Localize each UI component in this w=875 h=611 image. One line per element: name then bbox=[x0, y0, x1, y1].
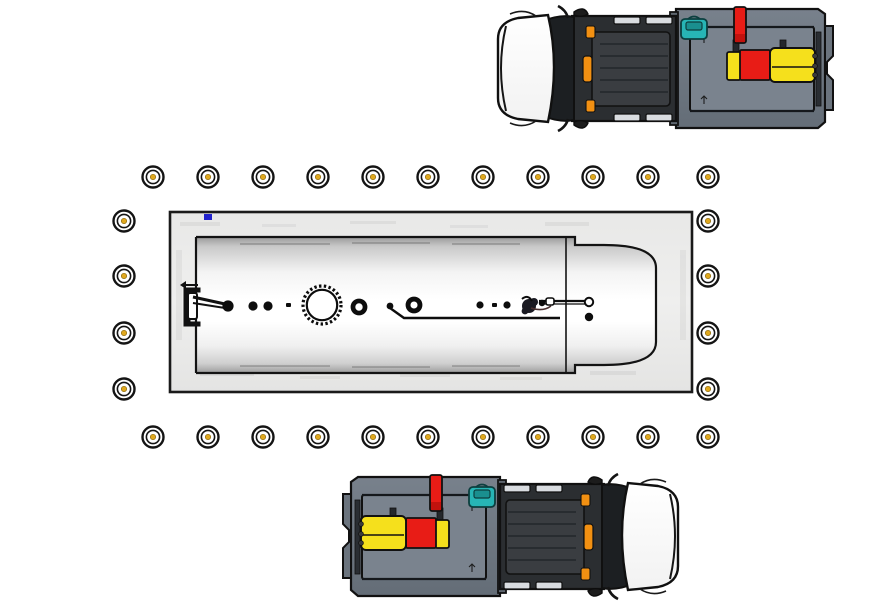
blue-reference-tag bbox=[204, 214, 212, 220]
bolt-marker[interactable] bbox=[251, 425, 275, 449]
utility-truck-bottom[interactable] bbox=[341, 472, 680, 601]
pipe-flange bbox=[405, 296, 423, 314]
discharge-pipe bbox=[389, 307, 560, 320]
nozzle-dot-7 bbox=[492, 303, 497, 307]
utility-truck-top[interactable] bbox=[496, 4, 835, 133]
bolt-marker[interactable] bbox=[196, 165, 220, 189]
bolt-marker[interactable] bbox=[361, 165, 385, 189]
nozzle-dot-8 bbox=[503, 301, 511, 309]
bolt-marker[interactable] bbox=[581, 425, 605, 449]
tank-weld-seams bbox=[240, 242, 520, 368]
bolt-marker[interactable] bbox=[306, 425, 330, 449]
bolt-marker[interactable] bbox=[416, 425, 440, 449]
nozzle-small-2 bbox=[248, 301, 258, 311]
bolt-marker[interactable] bbox=[471, 165, 495, 189]
bolt-marker[interactable] bbox=[251, 165, 275, 189]
bolt-marker[interactable] bbox=[696, 264, 720, 288]
bolt-marker[interactable] bbox=[696, 425, 720, 449]
nozzle-dot-4 bbox=[286, 303, 291, 307]
tank-assembly bbox=[168, 210, 694, 394]
tank-end-cap bbox=[566, 237, 656, 373]
bolt-marker[interactable] bbox=[696, 377, 720, 401]
bolt-marker[interactable] bbox=[196, 425, 220, 449]
bolt-marker[interactable] bbox=[696, 321, 720, 345]
bolt-marker[interactable] bbox=[112, 264, 136, 288]
bolt-marker[interactable] bbox=[636, 425, 660, 449]
tank-shell-body bbox=[196, 237, 566, 373]
tank-nozzle-group bbox=[180, 281, 595, 327]
bolt-marker[interactable] bbox=[416, 165, 440, 189]
nozzle-small-3 bbox=[263, 301, 273, 311]
nozzle-dot-6 bbox=[476, 301, 484, 309]
truck-geometry bbox=[341, 472, 680, 601]
bolt-marker[interactable] bbox=[112, 377, 136, 401]
truck-geometry bbox=[496, 4, 835, 133]
bolt-marker[interactable] bbox=[306, 165, 330, 189]
main-manway-flange bbox=[301, 284, 343, 326]
bolt-marker[interactable] bbox=[696, 165, 720, 189]
bolt-marker[interactable] bbox=[526, 165, 550, 189]
bolt-marker[interactable] bbox=[141, 425, 165, 449]
bolt-marker[interactable] bbox=[526, 425, 550, 449]
bolt-marker[interactable] bbox=[112, 321, 136, 345]
bolt-marker[interactable] bbox=[361, 425, 385, 449]
bolt-marker[interactable] bbox=[141, 165, 165, 189]
bolt-marker[interactable] bbox=[636, 165, 660, 189]
secondary-flange bbox=[350, 298, 368, 316]
valve-cluster bbox=[521, 295, 595, 322]
bolt-marker[interactable] bbox=[696, 209, 720, 233]
bolt-marker[interactable] bbox=[112, 209, 136, 233]
left-manway-bracket bbox=[180, 281, 234, 327]
bolt-marker[interactable] bbox=[471, 425, 495, 449]
bolt-marker[interactable] bbox=[581, 165, 605, 189]
nozzle-dot-5 bbox=[386, 302, 394, 310]
tank-end-cap-outline bbox=[566, 235, 658, 375]
